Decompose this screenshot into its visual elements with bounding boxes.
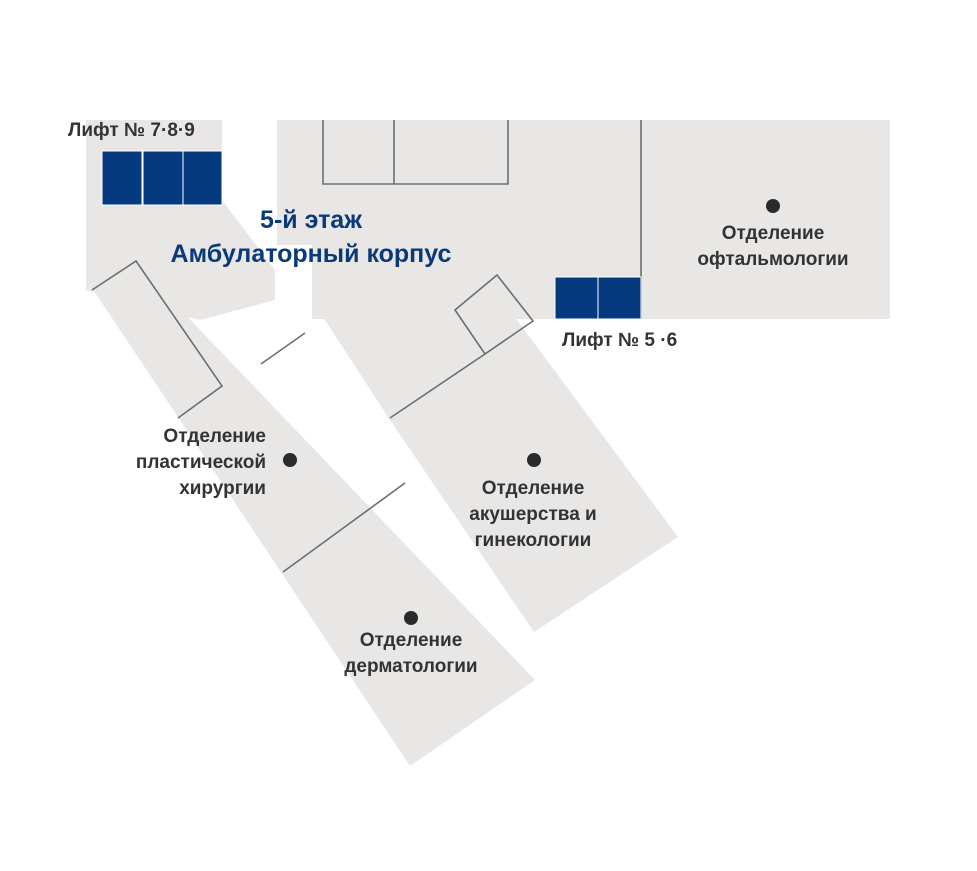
- lift-9: [182, 150, 223, 206]
- east-small-room: [453, 273, 535, 356]
- plastic-surgery-line3: хирургии: [179, 478, 266, 499]
- plastic-dermatology-divider: [282, 482, 406, 573]
- building-name: Амбулаторный корпус: [170, 240, 452, 268]
- plastic-surgery-line1: Отделение: [163, 426, 266, 447]
- plastic-surgery-marker-icon: [283, 453, 297, 467]
- lift-5: [554, 276, 599, 320]
- lift-8: [142, 150, 184, 206]
- dermatology-label: Отделение дерматологии: [311, 628, 511, 680]
- lift-7: [101, 150, 143, 206]
- dermatology-line2: дерматологии: [344, 656, 478, 677]
- plastic-surgery-label: Отделение пластической хирургии: [66, 424, 266, 502]
- obstetrics-label: Отделение акушерства и гинекологии: [433, 476, 633, 554]
- floor-areas: [86, 120, 890, 766]
- lifts-group: [101, 150, 642, 320]
- lift-6: [597, 276, 642, 320]
- obstetrics-marker-icon: [527, 453, 541, 467]
- obstetrics-line3: гинекологии: [474, 530, 592, 551]
- plastic-surgery-line2: пластической: [135, 452, 266, 473]
- ophthalmology-label: Отделение офтальмологии: [663, 221, 883, 273]
- obstetrics-line1: Отделение: [481, 478, 585, 499]
- east-wing-top-area: [312, 240, 555, 318]
- floor-title: 5-й этаж Амбулаторный корпус: [0, 203, 622, 271]
- dermatology-marker-icon: [404, 611, 418, 625]
- department-markers: [283, 199, 780, 625]
- dermatology-line1: Отделение: [359, 630, 463, 651]
- ophthalmology-line1: Отделение: [721, 223, 825, 244]
- east-corridor-wall: [389, 353, 486, 419]
- east-wing-area: [312, 270, 678, 632]
- floor-number: 5-й этаж: [260, 206, 362, 234]
- ophthalmology-marker-icon: [766, 199, 780, 213]
- west-wing-area: [92, 262, 535, 766]
- lift-56-label: Лифт № 5 ·6: [562, 330, 678, 351]
- top-corridor-area: [86, 120, 890, 319]
- obstetrics-line2: акушерства и: [469, 504, 597, 525]
- west-corridor-wall: [260, 332, 306, 365]
- top-room-wall: [322, 120, 509, 185]
- west-room-wall: [91, 259, 224, 419]
- walls: [91, 120, 642, 573]
- ophthalmology-line2: офтальмологии: [697, 249, 849, 270]
- lift-789-label: Лифт № 7·8·9: [68, 120, 195, 141]
